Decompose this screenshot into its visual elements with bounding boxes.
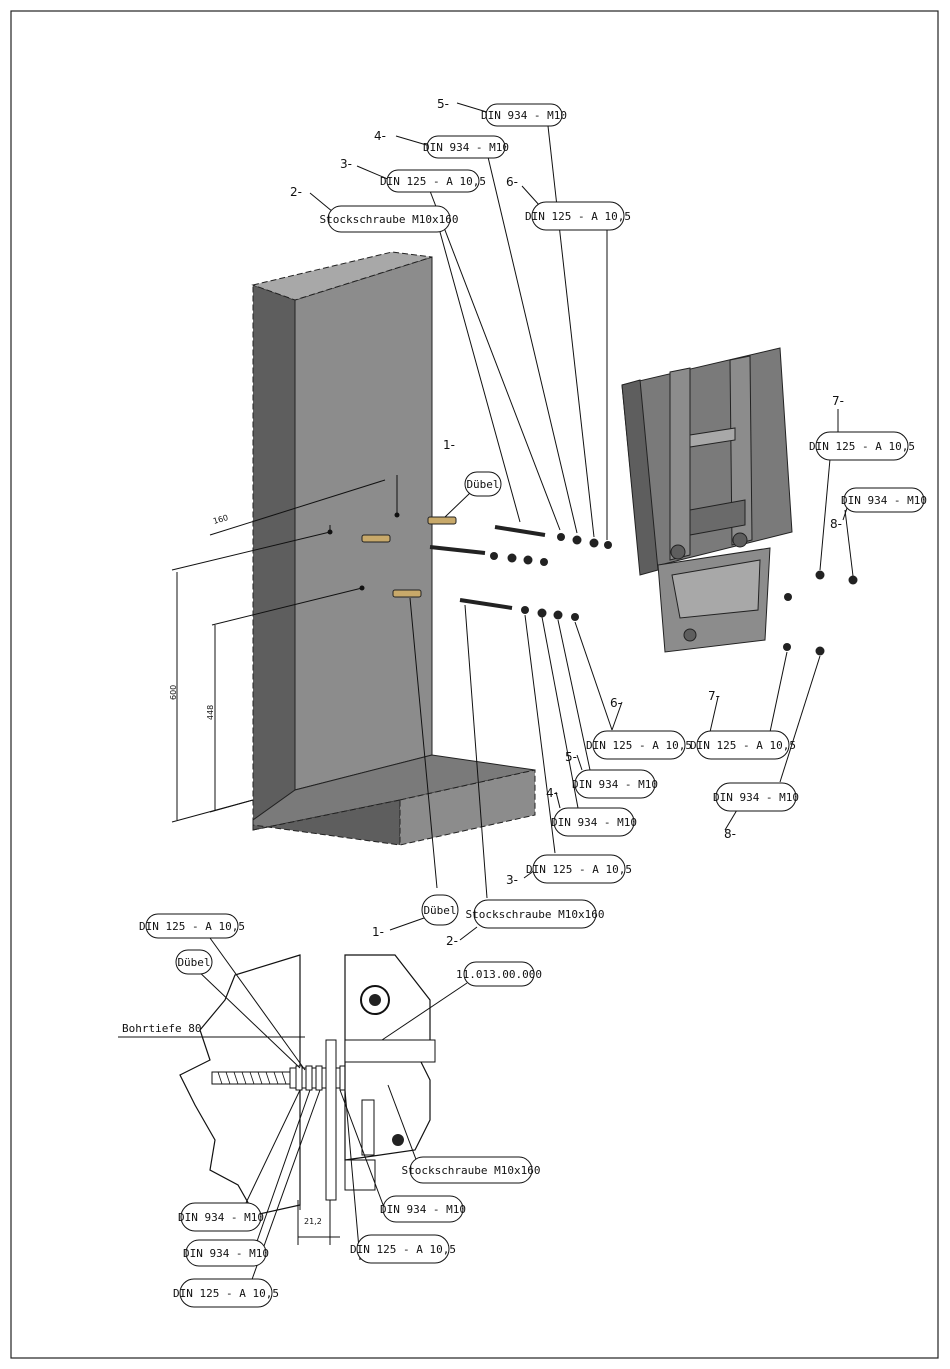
callout-din934-4-top: DIN 934 - M10 (423, 135, 509, 159)
item-number-8: 8- (830, 517, 842, 531)
item-number-3: 3- (340, 157, 352, 171)
section-callout-din125-top: DIN 125 - A 10,5 (139, 913, 245, 939)
callout-text: DIN 934 - M10 (713, 791, 799, 804)
item-number-1-bottom: 1- (372, 925, 384, 939)
callout-din125-6-bottom: DIN 125 - A 10,5 (586, 730, 692, 760)
callout-text: DIN 125 - A 10,5 (526, 863, 632, 876)
callout-din125-7-top: DIN 125 - A 10,5 (809, 431, 915, 461)
sheet-border (10, 10, 939, 1359)
callout-text: DIN 934 - M10 (551, 816, 637, 829)
section-callout-din125-b: DIN 125 - A 10,5 (350, 1234, 456, 1264)
item-numbers: 5- 4- 3- 6- 2- 1- 7- 8- 6- 7- 5- 4- 8- 3… (290, 97, 844, 948)
section-callout-duebel: Dübel (175, 949, 213, 975)
callout-text: Dübel (466, 478, 499, 491)
callout-din125-6-top: DIN 125 - A 10,5 (525, 201, 631, 231)
item-number-4-bottom: 4- (546, 786, 558, 800)
dim-600-text: 600 (169, 685, 178, 700)
section-callout-din934-c: DIN 934 - M10 (183, 1239, 269, 1267)
anchors (361, 516, 457, 598)
section-callout-din125-c: DIN 125 - A 10,5 (173, 1278, 279, 1308)
callout-text: Dübel (423, 904, 456, 917)
item-number-7: 7- (832, 394, 844, 408)
section-callout-din934-b: DIN 934 - M10 (380, 1195, 466, 1223)
callout-text: DIN 125 - A 10,5 (139, 920, 245, 933)
item-number-7-bottom: 7- (708, 689, 720, 703)
callout-text: Stockschraube M10x160 (401, 1164, 540, 1177)
callout-text: Stockschraube M10x160 (319, 213, 458, 226)
section-detail: Bohrtiefe 80 21,2 (118, 937, 468, 1286)
item-number-6: 6- (506, 175, 518, 189)
callout-din934-4-bottom: DIN 934 - M10 (551, 807, 637, 837)
dim-448-text: 448 (206, 705, 215, 720)
wall-dimensions: 160 600 448 (169, 475, 400, 823)
callout-text: DIN 934 - M10 (178, 1211, 264, 1224)
callout-text: DIN 125 - A 10,5 (525, 210, 631, 223)
item-number-2-bottom: 2- (446, 934, 458, 948)
callout-text: DIN 934 - M10 (572, 778, 658, 791)
bohrtiefe-label: Bohrtiefe 80 (122, 1022, 201, 1035)
dim-160-text: 160 (212, 513, 229, 526)
item-number-3-bottom: 3- (506, 873, 518, 887)
dim-21-2-text: 21,2 (304, 1217, 322, 1226)
callout-text: DIN 934 - M10 (380, 1203, 466, 1216)
item-number-5: 5- (437, 97, 449, 111)
callout-din934-8-top: DIN 934 - M10 (841, 487, 927, 513)
callout-text: DIN 934 - M10 (423, 141, 509, 154)
callout-text: Dübel (177, 956, 210, 969)
callout-stockschraube-2-top: Stockschraube M10x160 (319, 205, 459, 233)
callout-text: DIN 934 - M10 (841, 494, 927, 507)
callout-din934-8-bottom: DIN 934 - M10 (713, 782, 799, 812)
concrete-wall (251, 251, 536, 846)
callout-text: DIN 934 - M10 (183, 1247, 269, 1260)
callout-din125-3-bottom: DIN 125 - A 10,5 (526, 854, 632, 884)
leader-lines (309, 102, 854, 941)
item-number-2: 2- (290, 185, 302, 199)
callout-text: DIN 125 - A 10,5 (173, 1287, 279, 1300)
item-number-5-bottom: 5- (565, 750, 577, 764)
callout-text: DIN 125 - A 10,5 (690, 739, 796, 752)
callout-text: 11.013.00.000 (456, 968, 542, 981)
item-number-6-bottom: 6- (610, 696, 622, 710)
callout-din934-5-bottom: DIN 934 - M10 (572, 769, 658, 799)
callout-text: DIN 934 - M10 (481, 109, 567, 122)
item-number-8-bottom: 8- (724, 827, 736, 841)
item-number-4: 4- (374, 129, 386, 143)
item-number-1: 1- (443, 438, 455, 452)
bracket-assembly (621, 347, 793, 653)
callout-stockschraube-2-bottom: Stockschraube M10x160 (465, 899, 605, 929)
callout-din934-5-top: DIN 934 - M10 (481, 103, 567, 127)
callout-din125-3-top: DIN 125 - A 10,5 (380, 169, 486, 193)
callout-text: DIN 125 - A 10,5 (809, 440, 915, 453)
callout-text: DIN 125 - A 10,5 (380, 175, 486, 188)
section-callout-part-number: 11.013.00.000 (456, 961, 542, 987)
callout-text: Stockschraube M10x160 (465, 908, 604, 921)
section-callout-stockschraube: Stockschraube M10x160 (401, 1156, 541, 1184)
callout-din125-7-bottom: DIN 125 - A 10,5 (690, 730, 796, 760)
callout-duebel-1-bottom: Dübel (421, 894, 459, 926)
callout-text: DIN 125 - A 10,5 (586, 739, 692, 752)
section-callout-din934-a: DIN 934 - M10 (178, 1202, 264, 1232)
callout-text: DIN 125 - A 10,5 (350, 1243, 456, 1256)
callout-duebel-1-top: Dübel (464, 471, 502, 497)
studs-and-hardware (429, 525, 858, 656)
